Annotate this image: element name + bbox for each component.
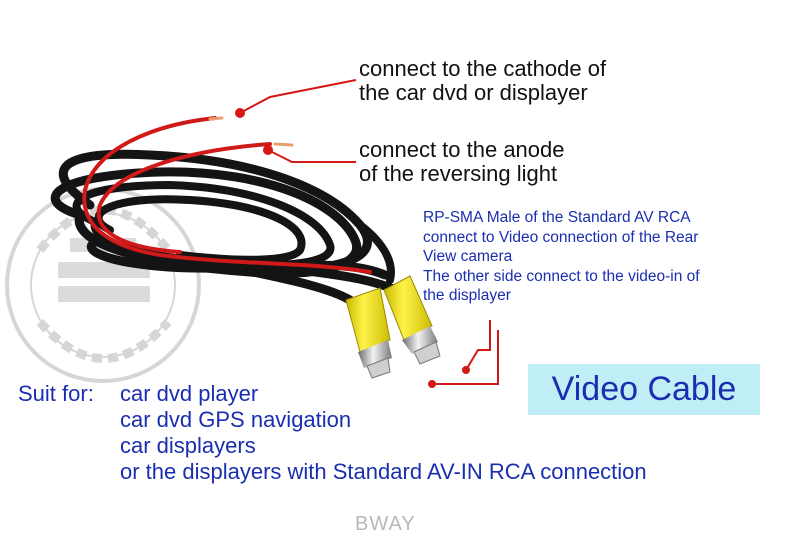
- rca-connector-right: [383, 275, 441, 365]
- company-stamp: [5, 187, 201, 383]
- brand-watermark: BWAY: [355, 513, 416, 535]
- pointer-dots: [235, 108, 470, 388]
- rca-line-4: The other side connect to the video-in o…: [423, 267, 700, 285]
- suit-item: car dvd GPS navigation: [120, 407, 352, 432]
- cathode-line-2: the car dvd or displayer: [359, 80, 588, 105]
- rca-line-5: the displayer: [423, 287, 511, 304]
- anode-callout: connect to the anode of the reversing li…: [359, 138, 565, 186]
- rca-line-2: connect to Video connection of the Rear: [423, 228, 699, 246]
- suit-item: car displayers: [120, 433, 256, 458]
- anode-line-1: connect to the anode: [359, 137, 565, 162]
- cathode-callout: connect to the cathode of the car dvd or…: [359, 57, 606, 105]
- pointer-lines: [239, 79, 499, 385]
- rca-line-1: RP-SMA Male of the Standard AV RCA: [423, 209, 691, 226]
- suit-item: or the displayers with Standard AV-IN RC…: [120, 459, 647, 484]
- black-cable-coil: [50, 149, 410, 305]
- video-cable-badge: Video Cable: [528, 364, 760, 415]
- rca-description: RP-SMA Male of the Standard AV RCA conne…: [423, 208, 783, 306]
- suit-heading: Suit for:: [18, 381, 94, 406]
- red-wires: [82, 116, 372, 274]
- rca-line-3: View camera: [423, 248, 513, 265]
- anode-line-2: of the reversing light: [359, 161, 558, 186]
- suit-item: car dvd player: [120, 381, 259, 406]
- rca-connector-left: [345, 287, 392, 379]
- cathode-line-1: connect to the cathode of: [359, 56, 607, 81]
